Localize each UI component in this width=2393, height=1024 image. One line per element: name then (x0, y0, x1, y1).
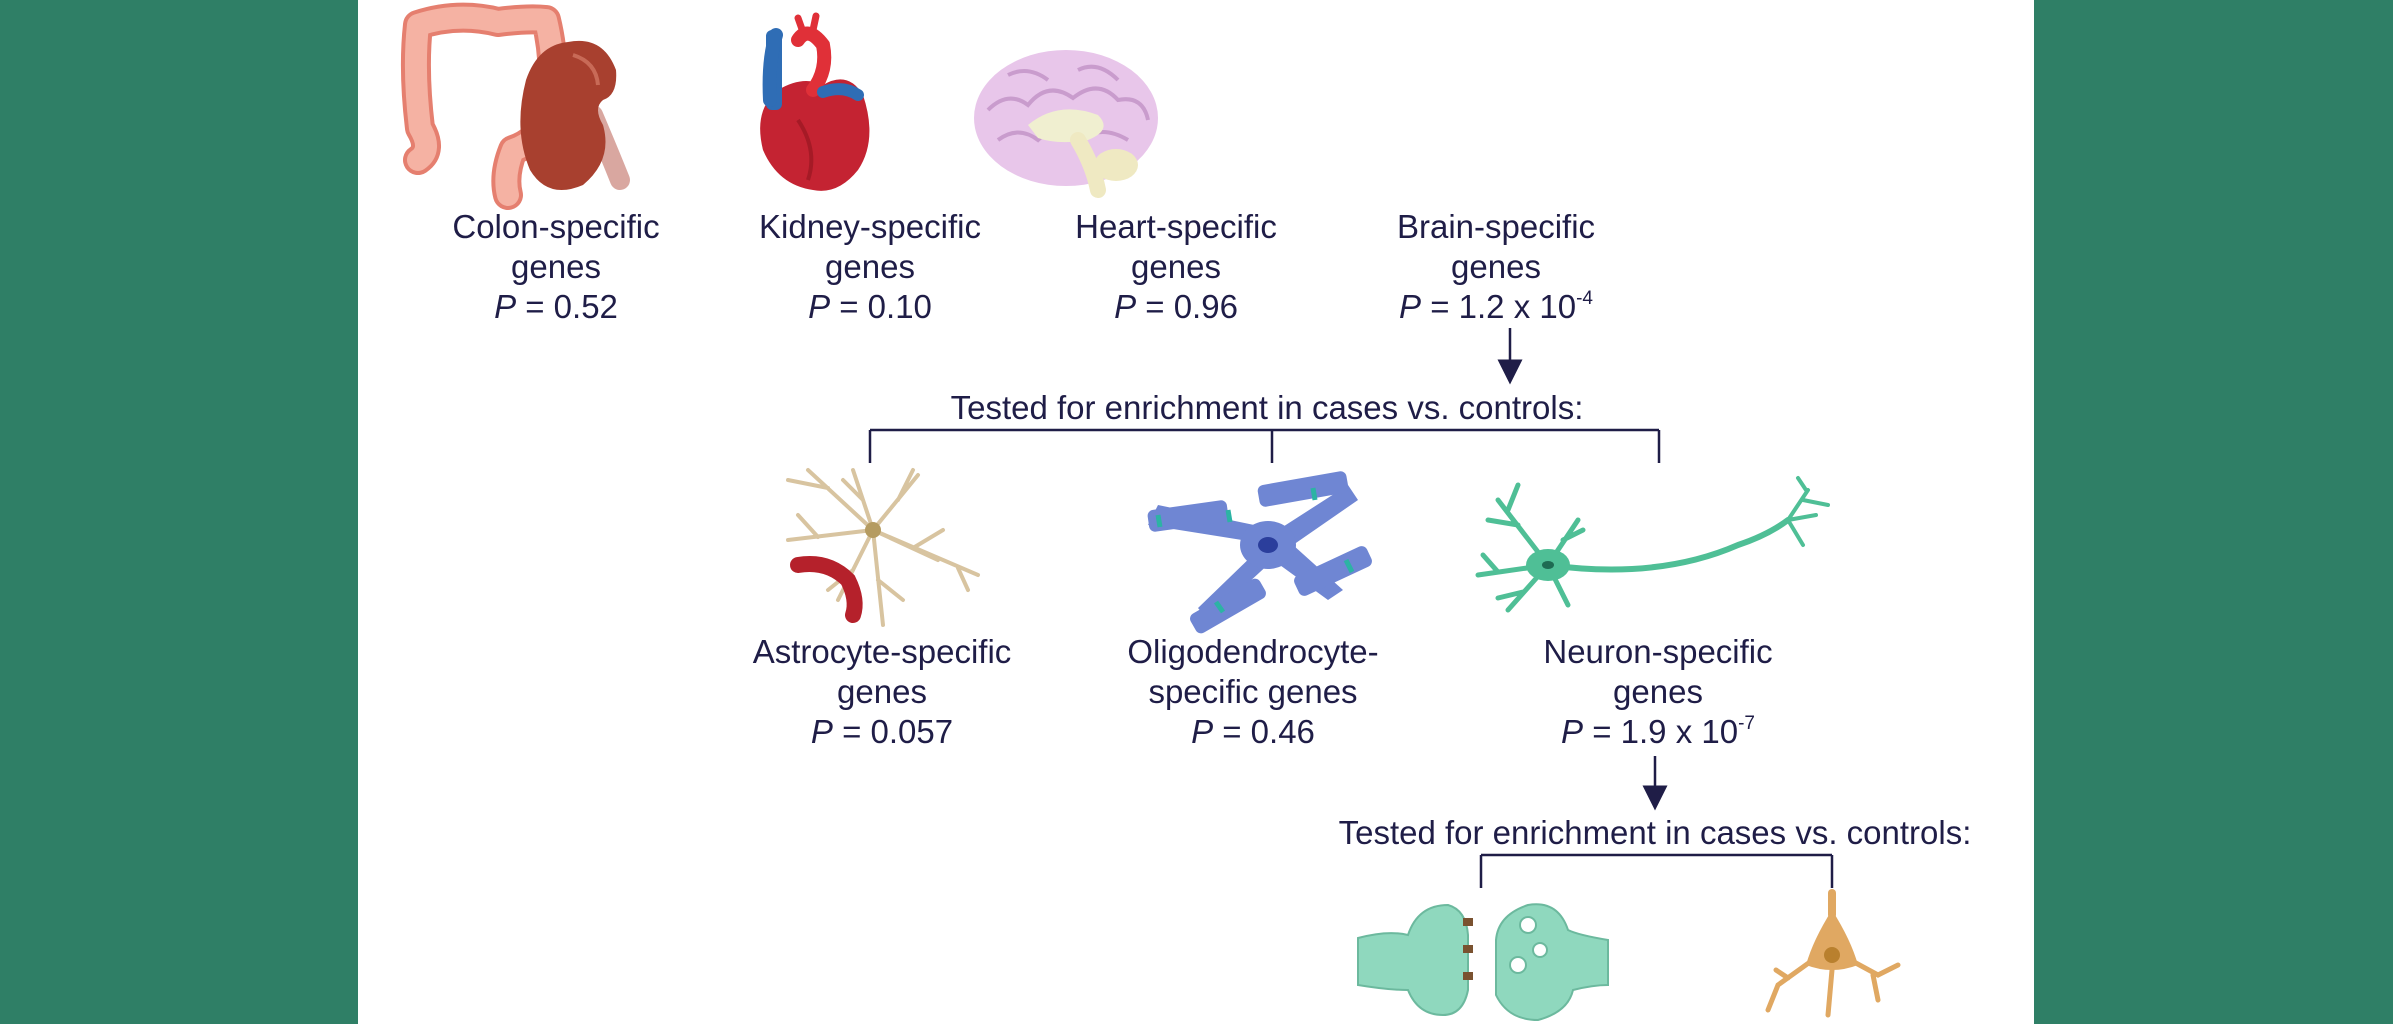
p-value-brain: P = 1.2 x 10-4 (1399, 288, 1593, 325)
label-brain-line2: genes (1451, 248, 1541, 285)
label-kidney-line1: Kidney-specific (759, 208, 981, 245)
p-value-kidney: P = 0.10 (808, 288, 932, 325)
bracket-cell-types (868, 428, 1661, 463)
label-kidney-line2: genes (825, 248, 915, 285)
p-value-neuron: P = 1.9 x 10-7 (1561, 713, 1755, 750)
p-value-heart: P = 0.96 (1114, 288, 1238, 325)
synapse-icon (1357, 903, 1609, 1022)
brain-icon (974, 50, 1158, 198)
label-colon: Colon-specific genes P = 0.52 (452, 207, 659, 327)
astrocyte-icon (786, 468, 980, 627)
p-value-colon: P = 0.52 (494, 288, 618, 325)
label-brain-line1: Brain-specific (1396, 208, 1596, 245)
label-astrocyte: Astrocyte-specific genes P = 0.057 (753, 632, 1012, 752)
label-heart-line1: Heart-specific (1075, 208, 1277, 245)
oligodendrocyte-icon (1147, 471, 1372, 634)
label-colon-line1: Colon-specific (452, 208, 660, 245)
label-kidney: Kidney-specific genes P = 0.10 (759, 207, 981, 327)
p-value-oligodendrocyte: P = 0.46 (1191, 713, 1315, 750)
heart-icon (760, 12, 870, 191)
figure-artwork (400, 2, 1901, 1022)
p-value-astrocyte: P = 0.057 (810, 713, 954, 750)
label-neuron-line1: Neuron-specific (1543, 633, 1773, 670)
label-neuron: Neuron-specific genes P = 1.9 x 10-7 (1543, 632, 1772, 752)
label-colon-line2: genes (511, 248, 601, 285)
heading-neuron-test: Tested for enrichment in cases vs. contr… (1338, 814, 1972, 851)
label-oligodendrocyte-line1: Oligodendrocyte- (1127, 633, 1379, 670)
label-astrocyte-line2: genes (837, 673, 927, 710)
label-heart: Heart-specific genes P = 0.96 (1075, 207, 1277, 327)
neuron-icon (1475, 476, 1830, 613)
figure-panel: Colon-specific genes P = 0.52 Kidney-spe… (358, 0, 2034, 1024)
label-neuron-line2: genes (1613, 673, 1703, 710)
label-oligodendrocyte: Oligodendrocyte- specific genes P = 0.46 (1127, 632, 1378, 752)
label-oligodendrocyte-line2: specific genes (1148, 673, 1358, 710)
label-astrocyte-line1: Astrocyte-specific (752, 633, 1012, 670)
label-brain: Brain-specific genes P = 1.2 x 10-4 (1397, 207, 1595, 327)
kidney-icon (520, 40, 630, 191)
label-heart-line2: genes (1131, 248, 1221, 285)
bracket-neuron-subtypes (1479, 853, 1834, 888)
pyramidal-neuron-icon (1765, 889, 1901, 1018)
colon-icon (400, 2, 568, 210)
heading-brain-test: Tested for enrichment in cases vs. contr… (950, 389, 1584, 426)
